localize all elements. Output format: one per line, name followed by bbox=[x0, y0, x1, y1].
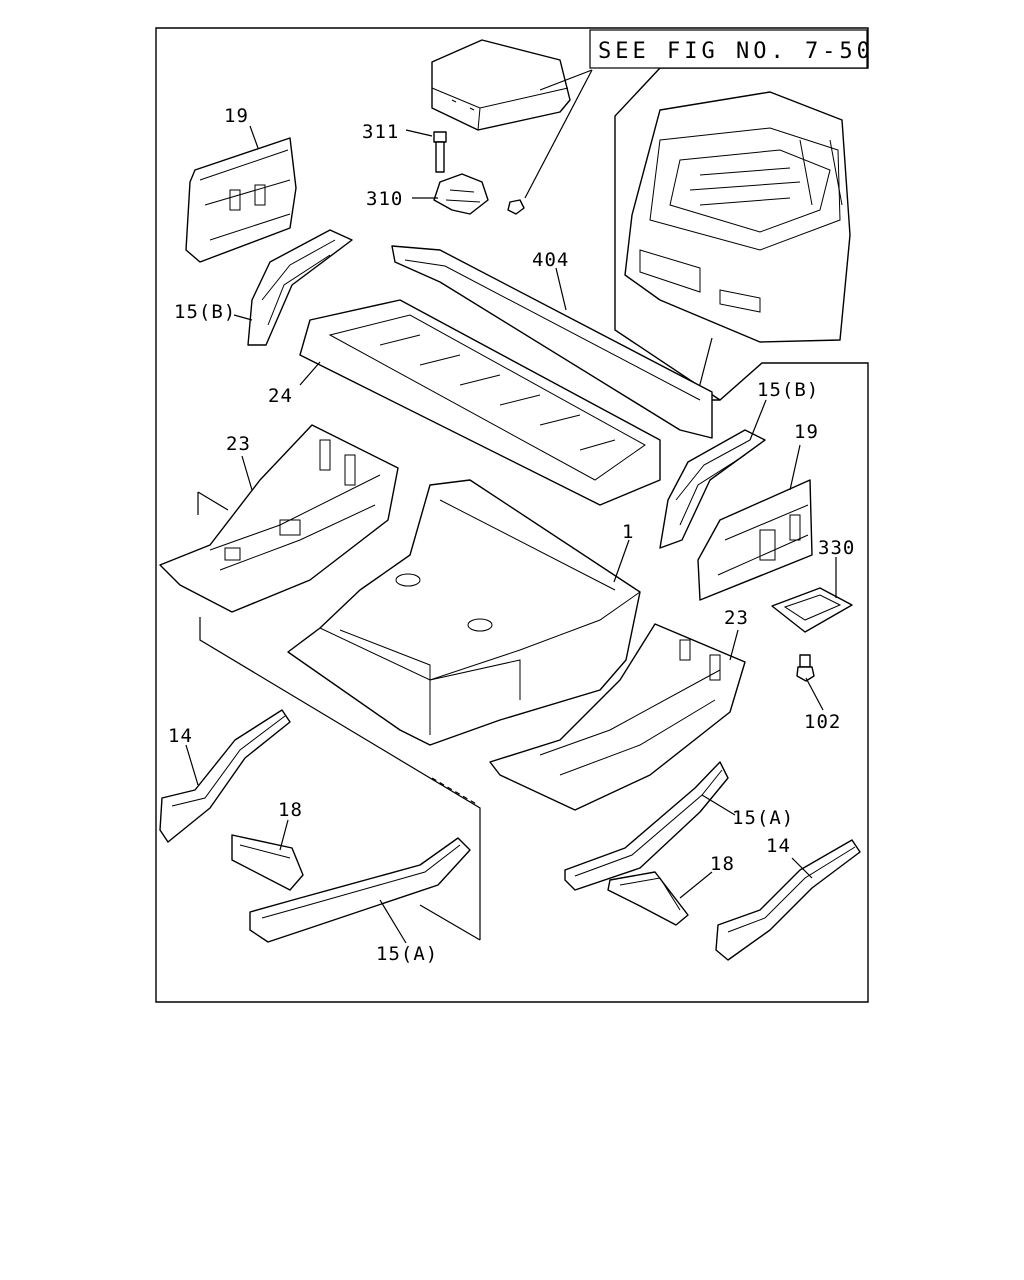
bracket-15b-left bbox=[247, 229, 353, 346]
side-panel-19-left bbox=[185, 137, 297, 263]
leader-lines bbox=[185, 125, 837, 944]
callout-311: 311 bbox=[362, 121, 399, 143]
floor-panel-24 bbox=[299, 299, 661, 506]
floor-main-1 bbox=[287, 479, 641, 746]
floor-23-left bbox=[159, 424, 399, 613]
exploded-guide-center bbox=[431, 777, 479, 806]
callout-15b-right: 15(B) bbox=[757, 379, 819, 401]
rail-14-right bbox=[715, 839, 861, 961]
crossmember-404 bbox=[391, 245, 713, 439]
callout-24: 24 bbox=[268, 385, 293, 407]
callout-1: 1 bbox=[622, 521, 634, 543]
bracket-15b-right bbox=[659, 429, 766, 549]
callout-310: 310 bbox=[366, 188, 403, 210]
rail-15a-left bbox=[249, 837, 471, 943]
bracket-18-right bbox=[607, 871, 689, 926]
callout-labels: 19 311 310 404 15(B) 24 23 1 15(B) 19 33… bbox=[168, 105, 855, 965]
bolt-102 bbox=[796, 654, 815, 682]
bolt-311 bbox=[433, 131, 447, 173]
figure-reference-text: SEE FIG NO. 7-50 bbox=[598, 39, 874, 64]
callout-15b-left: 15(B) bbox=[174, 301, 236, 323]
nut-part bbox=[507, 199, 525, 215]
callout-15a-left: 15(A) bbox=[376, 943, 438, 965]
rail-15a-right bbox=[564, 761, 729, 891]
callout-18-left: 18 bbox=[278, 799, 303, 821]
bracket-18-left bbox=[231, 834, 304, 891]
figure-reference-box[interactable]: SEE FIG NO. 7-50 bbox=[589, 29, 874, 69]
callout-14-right: 14 bbox=[766, 835, 791, 857]
callout-330: 330 bbox=[818, 537, 855, 559]
bracket-330 bbox=[771, 587, 853, 633]
callout-15a-right: 15(A) bbox=[732, 807, 794, 829]
callout-19-right: 19 bbox=[794, 421, 819, 443]
battery-box-part bbox=[431, 39, 571, 131]
callout-14-left: 14 bbox=[168, 725, 193, 747]
callout-23-right: 23 bbox=[724, 607, 749, 629]
diagram-frame bbox=[155, 27, 869, 1003]
callout-18-right: 18 bbox=[710, 853, 735, 875]
mount-bracket-310 bbox=[433, 173, 489, 215]
callout-404: 404 bbox=[532, 249, 569, 271]
rail-14-left bbox=[159, 709, 291, 843]
exploded-guide-left bbox=[197, 491, 481, 941]
callout-102: 102 bbox=[804, 711, 841, 733]
floor-23-right bbox=[489, 623, 746, 811]
callout-23-left: 23 bbox=[226, 433, 251, 455]
cab-inset-illustration bbox=[624, 91, 851, 393]
side-panel-19-right bbox=[697, 479, 813, 601]
callout-19-left: 19 bbox=[224, 105, 249, 127]
